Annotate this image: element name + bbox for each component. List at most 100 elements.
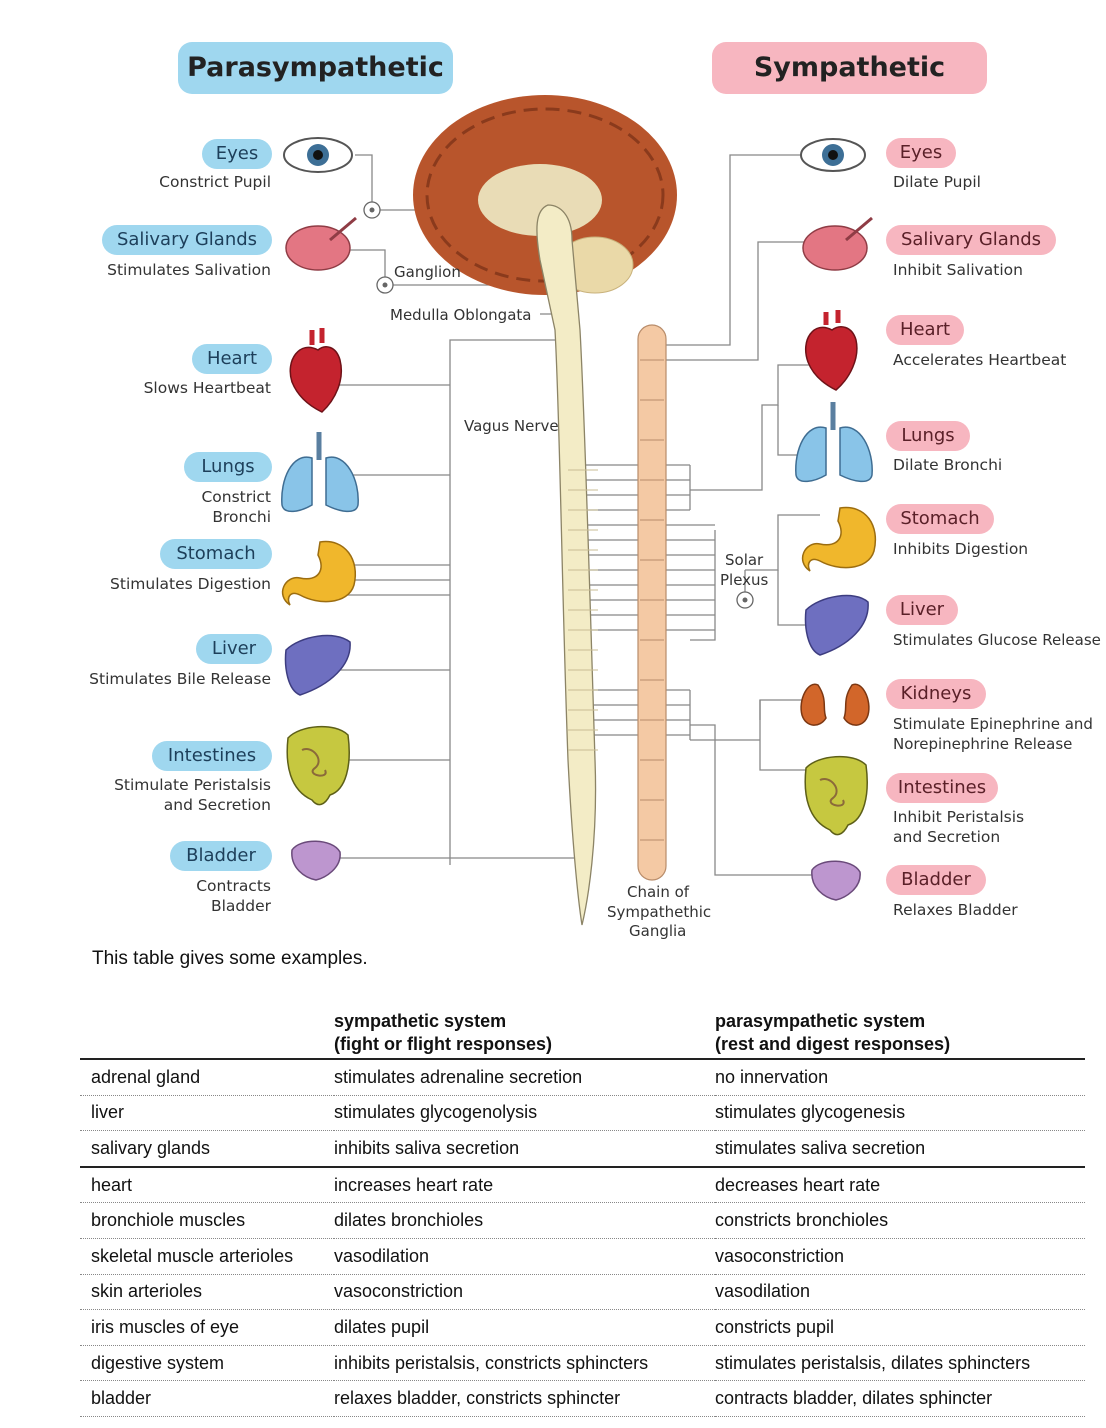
header-parasympathetic-line-2: (rest and digest responses) [715, 1034, 951, 1054]
row-target: bronchiole muscles [80, 1202, 334, 1239]
header-blank [80, 1010, 334, 1060]
symp-liver-label: Liver [886, 595, 958, 625]
row-target: heart [80, 1166, 334, 1204]
symp-kidneys-label: Kidneys [886, 679, 986, 709]
bladder-icon [811, 860, 861, 901]
symp-stomach-effect: Inhibits Digestion [893, 540, 1029, 558]
symp-bladder-effect: Relaxes Bladder [893, 901, 1018, 919]
row-parasympathetic: vasodilation [715, 1274, 1085, 1311]
para-liver-effect: Stimulates Bile Release [89, 670, 271, 688]
heart-icon [289, 328, 342, 413]
row-sympathetic: inhibits saliva secretion [334, 1130, 715, 1168]
row-target: digestive system [80, 1345, 334, 1382]
diagram-graphics [281, 95, 877, 926]
symp-salivary-effect: Inhibit Salivation [893, 261, 1023, 279]
eye-icon [283, 137, 353, 173]
row-sympathetic: relaxes bladder, constricts sphincter [334, 1380, 715, 1417]
row-sympathetic: stimulates glycogenolysis [334, 1095, 715, 1132]
symp-eyes-label: Eyes [886, 138, 956, 168]
table-header-row: sympathetic system (fight or flight resp… [80, 1010, 1085, 1060]
stomach-icon [801, 506, 877, 572]
row-sympathetic: vasoconstriction [334, 1274, 715, 1311]
table-row: adrenal gland stimulates adrenaline secr… [80, 1059, 1085, 1096]
intestines-icon [286, 725, 350, 806]
symp-lungs-label: Lungs [886, 421, 970, 451]
para-eyes-label: Eyes [202, 139, 272, 169]
row-parasympathetic: stimulates saliva secretion [715, 1130, 1085, 1168]
bladder-icon [291, 840, 341, 881]
salivary-gland-icon [285, 216, 357, 271]
lungs-icon [281, 432, 359, 513]
solar-plexus-label-2: Plexus [720, 571, 769, 589]
parasympathetic-header: Parasympathetic [178, 42, 453, 94]
symp-lungs-effect: Dilate Bronchi [893, 456, 1003, 474]
sympathetic-header: Sympathetic [712, 42, 987, 94]
symp-heart-label: Heart [886, 315, 964, 345]
para-lungs-effect-1: Constrict [201, 488, 271, 506]
row-sympathetic: stimulates adrenaline secretion [334, 1059, 715, 1096]
symp-bladder-label: Bladder [886, 865, 986, 895]
solar-plexus-label-1: Solar [725, 551, 764, 569]
table-row: digestive system inhibits peristalsis, c… [80, 1345, 1085, 1382]
para-intestines-label: Intestines [152, 741, 272, 771]
para-salivary-effect: Stimulates Salivation [107, 261, 271, 279]
table-row: heart increases heart rate decreases hea… [80, 1166, 1085, 1204]
examples-table: sympathetic system (fight or flight resp… [80, 1010, 1085, 1417]
table-row: salivary glands inhibits saliva secretio… [80, 1130, 1085, 1168]
row-parasympathetic: no innervation [715, 1059, 1085, 1096]
salivary-gland-icon [802, 216, 873, 271]
row-target: skeletal muscle arterioles [80, 1238, 334, 1275]
table-row: bronchiole muscles dilates bronchioles c… [80, 1202, 1085, 1239]
ganglion-label: Ganglion [394, 263, 461, 281]
para-lungs-effect-2: Bronchi [212, 508, 271, 526]
row-parasympathetic: constricts bronchioles [715, 1202, 1085, 1239]
para-intestines-effect-1: Stimulate Peristalsis [114, 776, 271, 794]
row-target: adrenal gland [80, 1059, 334, 1096]
para-liver-label: Liver [196, 634, 272, 664]
row-parasympathetic: vasoconstriction [715, 1238, 1085, 1275]
chain-label-2: Sympathethic [607, 903, 712, 921]
row-parasympathetic: stimulates peristalsis, dilates sphincte… [715, 1345, 1085, 1382]
row-parasympathetic: constricts pupil [715, 1309, 1085, 1346]
para-bladder-effect-2: Bladder [210, 897, 271, 915]
header-parasympathetic: parasympathetic system (rest and digest … [715, 1010, 1085, 1060]
chain-label-3: Ganglia [629, 922, 687, 940]
para-lungs-label: Lungs [184, 452, 272, 482]
row-target: liver [80, 1095, 334, 1132]
symp-heart-effect: Accelerates Heartbeat [893, 351, 1067, 369]
row-target: salivary glands [80, 1130, 334, 1168]
symp-intestines-label: Intestines [886, 773, 998, 803]
table-row: skin arterioles vasoconstriction vasodil… [80, 1274, 1085, 1311]
kidneys-icon [800, 683, 870, 726]
liver-icon [284, 634, 351, 696]
row-sympathetic: dilates bronchioles [334, 1202, 715, 1239]
header-parasympathetic-line-1: parasympathetic system [715, 1011, 926, 1031]
intestines-icon [804, 755, 868, 836]
para-heart-effect: Slows Heartbeat [143, 379, 271, 397]
symp-intestines-effect-2: and Secretion [893, 828, 1001, 846]
table-row: skeletal muscle arterioles vasodilation … [80, 1238, 1085, 1275]
row-target: skin arterioles [80, 1274, 334, 1311]
para-stomach-effect: Stimulates Digestion [110, 575, 271, 593]
medulla-oblongata-label: Medulla Oblongata [390, 306, 532, 324]
symp-liver-effect: Stimulates Glucose Release [893, 631, 1101, 649]
sympathetic-chain [637, 324, 667, 881]
table-row: iris muscles of eye dilates pupil constr… [80, 1309, 1085, 1346]
intro-text: This table gives some examples. [92, 948, 368, 969]
eye-icon [800, 138, 866, 172]
row-sympathetic: inhibits peristalsis, constricts sphinct… [334, 1345, 715, 1382]
heart-icon [804, 310, 858, 391]
para-eyes-effect: Constrict Pupil [159, 173, 271, 191]
para-heart-label: Heart [192, 344, 272, 374]
header-sympathetic-line-2: (fight or flight responses) [334, 1034, 552, 1054]
row-parasympathetic: contracts bladder, dilates sphincter [715, 1380, 1085, 1417]
table-row: bladder relaxes bladder, constricts sphi… [80, 1380, 1085, 1417]
spinal-cord [536, 204, 597, 926]
autonomic-nervous-system-diagram: Parasympathetic Sympathetic Eyes Constri… [89, 42, 1101, 940]
symp-stomach-label: Stomach [886, 504, 994, 534]
vagus-nerve-label: Vagus Nerve [464, 417, 559, 435]
row-target: iris muscles of eye [80, 1309, 334, 1346]
header-sympathetic: sympathetic system (fight or flight resp… [334, 1010, 715, 1060]
para-stomach-label: Stomach [160, 539, 272, 569]
symp-salivary-label: Salivary Glands [886, 225, 1056, 255]
